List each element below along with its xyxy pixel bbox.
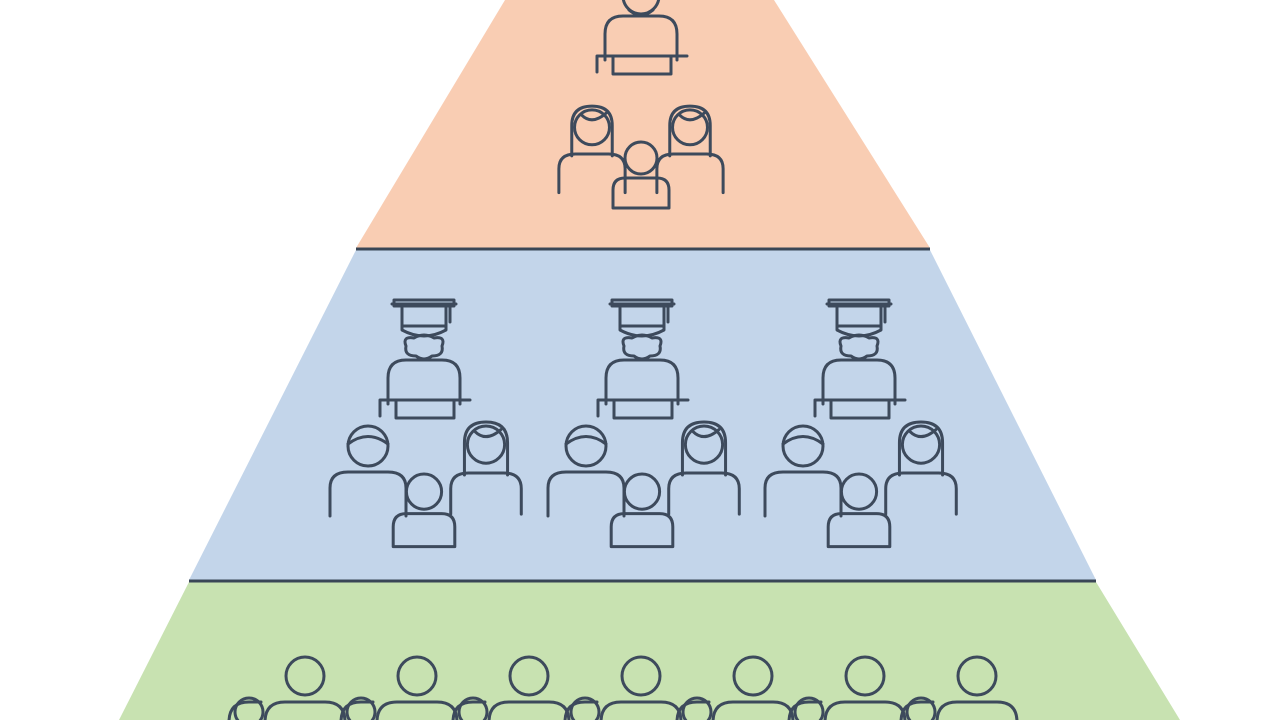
middle-group-1-student-left-icon — [328, 424, 408, 518]
middle-group-2-student-center-icon — [609, 472, 675, 549]
bottom-person-6-icon — [787, 655, 907, 720]
middle-group-3-student-center-icon — [826, 472, 892, 549]
top-teacher-icon — [595, 0, 689, 76]
tier-top — [356, 0, 930, 248]
top-tier-icons — [557, 0, 725, 210]
bottom-person-7-icon — [899, 655, 1019, 720]
middle-group-2-student-left-icon — [546, 424, 626, 518]
middle-group-3-student-left-icon — [763, 424, 843, 518]
middle-teacher-3-icon — [813, 298, 907, 420]
tier-bottom — [119, 582, 1180, 720]
middle-group-1-student-center-icon — [391, 472, 457, 549]
middle-group-1-student-right-icon — [449, 420, 523, 516]
bottom-person-4-icon — [563, 655, 683, 720]
top-student-right-icon — [655, 104, 725, 195]
middle-teacher-1-icon — [378, 298, 472, 420]
tier-bottom-background — [119, 582, 1180, 720]
tier-top-background — [356, 0, 930, 248]
middle-tier-icons — [328, 298, 958, 549]
middle-group-2-student-right-icon — [667, 420, 741, 516]
middle-teacher-2-icon — [596, 298, 690, 420]
bottom-tier-icons — [227, 655, 1019, 720]
bottom-person-5-icon — [675, 655, 795, 720]
tier-middle-background — [189, 250, 1096, 580]
bottom-person-3-icon — [451, 655, 571, 720]
bottom-person-1-icon — [227, 655, 347, 720]
tier-middle — [189, 250, 1096, 580]
bottom-person-2-icon — [339, 655, 459, 720]
middle-group-3-student-right-icon — [884, 420, 958, 516]
